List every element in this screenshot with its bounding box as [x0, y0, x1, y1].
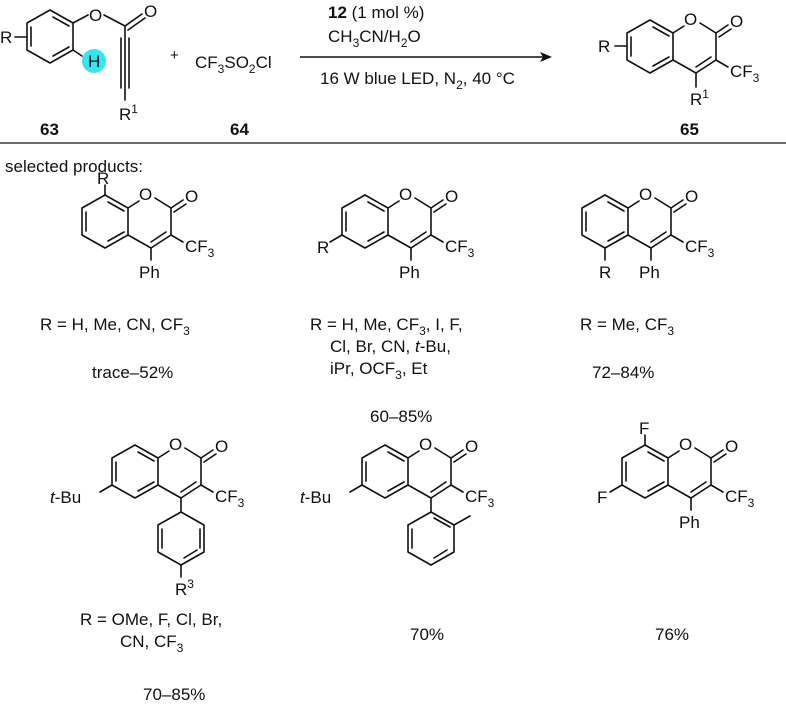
- reaction-arrow: 12 (1 mol %) CH3CN/H2O 16 W blue LED, N2…: [300, 3, 552, 92]
- compound-label-64: 64: [230, 120, 249, 139]
- reactant-63: R O O R1 H 63: [0, 2, 157, 139]
- product-6-f1: F: [639, 419, 649, 438]
- product-card-5: t-Bu O O CF3 70%: [300, 435, 495, 644]
- product-2-cf3: CF3: [445, 237, 475, 260]
- product-6-o1: O: [679, 435, 692, 454]
- product-5-yield: 70%: [410, 625, 444, 644]
- product-4-tbu: t-Bu: [50, 488, 81, 507]
- product-5-o1: O: [419, 435, 432, 454]
- product-6-o2: O: [725, 437, 738, 456]
- product-1-o2: O: [185, 187, 198, 206]
- product-6-f2: F: [597, 488, 607, 507]
- product-4-r-line1: R = OMe, F, Cl, Br,: [80, 610, 222, 629]
- selected-products-title: selected products:: [5, 157, 143, 176]
- product-4-yield: 70–85%: [143, 685, 205, 704]
- conditions-text: 16 W blue LED, N2, 40 °C: [320, 69, 515, 92]
- product-3-o2: O: [685, 187, 698, 206]
- product-3-yield: 72–84%: [592, 363, 654, 382]
- product-card-1: R O O CF3 Ph R = H, Me, CN, CF3 trace–52…: [40, 169, 215, 382]
- product-3-o1: O: [639, 185, 652, 204]
- product-r-label: R: [598, 37, 610, 56]
- product-1-ph: Ph: [139, 263, 160, 282]
- product-1-yield: trace–52%: [92, 363, 173, 382]
- product-4-o2: O: [215, 437, 228, 456]
- compound-label-63: 63: [40, 120, 59, 139]
- solvent-text: CH3CN/H2O: [328, 27, 421, 50]
- product-cf3-label: CF3: [730, 62, 760, 85]
- product-card-6: F F O O CF3 Ph 76%: [597, 419, 755, 644]
- product-2-yield: 60–85%: [370, 407, 432, 426]
- reactant-r-label: R: [0, 28, 12, 47]
- product-1-r: R: [97, 169, 109, 188]
- product-6-cf3: CF3: [725, 487, 755, 510]
- product-1-cf3: CF3: [185, 237, 215, 260]
- product-5-o2: O: [465, 437, 478, 456]
- product-card-3: R O O CF3 Ph R = Me, CF3 72–84%: [580, 185, 715, 382]
- ring-oxygen-label: O: [684, 10, 697, 29]
- compound-label-65: 65: [680, 120, 699, 139]
- product-4-o1: O: [169, 435, 182, 454]
- product-card-4: t-Bu O O CF3 R3 R = OMe, F, Cl, Br, CN, …: [50, 435, 245, 704]
- product-2-o2: O: [445, 187, 458, 206]
- product-6-yield: 76%: [655, 625, 689, 644]
- product-1-o1: O: [139, 185, 152, 204]
- product-2-r-line1: R = H, Me, CF3, I, F,: [310, 315, 463, 338]
- product-3-cf3: CF3: [685, 237, 715, 260]
- product-5-tbu: t-Bu: [300, 488, 331, 507]
- carbonyl-oxygen-label: O: [144, 2, 157, 21]
- product-2-r-line2: Cl, Br, CN, t-Bu,: [330, 337, 451, 356]
- product-4-r3: R3: [175, 577, 194, 599]
- product-2-o1: O: [399, 185, 412, 204]
- highlight-h-circle: [82, 49, 106, 73]
- product-3-r-list: R = Me, CF3: [580, 315, 674, 338]
- product-2-r: R: [317, 238, 329, 257]
- product-card-2: R O O CF3 Ph R = H, Me, CF3, I, F, Cl, B…: [310, 185, 475, 426]
- catalyst-text: 12 (1 mol %): [328, 3, 424, 22]
- product-1-r-list: R = H, Me, CN, CF3: [40, 315, 190, 338]
- product-r1-label: R1: [690, 87, 709, 109]
- product-4-r-line2: CN, CF3: [120, 632, 184, 655]
- product-carbonyl-o: O: [730, 12, 743, 31]
- product-3-r: R: [599, 263, 611, 282]
- reagent-cf3so2cl: CF3SO2Cl: [195, 53, 272, 76]
- product-6-ph: Ph: [679, 513, 700, 532]
- highlight-h-label: H: [88, 52, 100, 71]
- product-2-ph: Ph: [399, 263, 420, 282]
- alkyne-r1-label: R1: [119, 102, 138, 124]
- product-4-cf3: CF3: [215, 487, 245, 510]
- product-2-r-line3: iPr, OCF3, Et: [330, 359, 428, 382]
- product-3-ph: Ph: [639, 263, 660, 282]
- product-5-cf3: CF3: [465, 487, 495, 510]
- ester-oxygen-label: O: [89, 6, 102, 25]
- plus-sign: +: [170, 47, 179, 64]
- product-65: R O O CF3 R1: [598, 10, 760, 109]
